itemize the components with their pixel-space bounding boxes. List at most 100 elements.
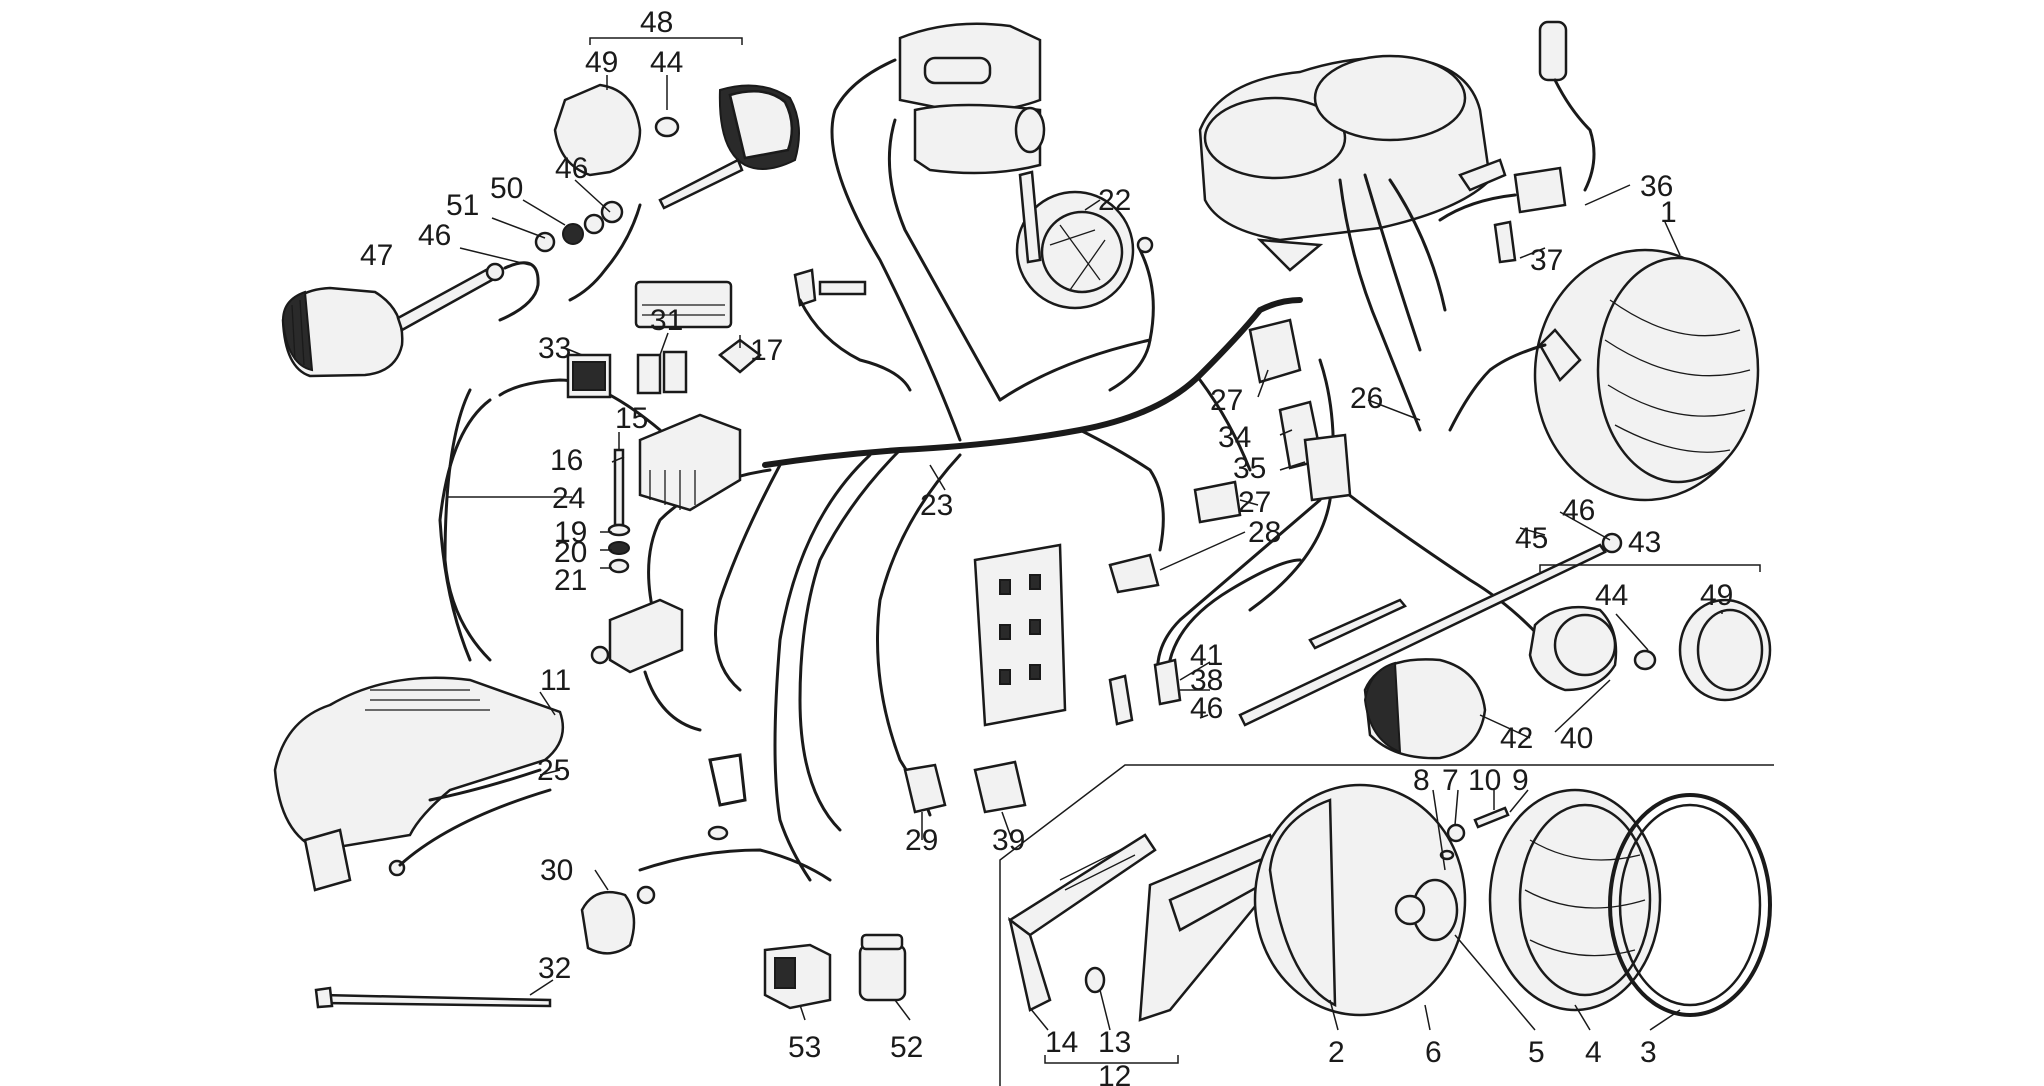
callout-13: 13 (1098, 1026, 1131, 1059)
callout-32: 32 (538, 952, 571, 985)
callout-30: 30 (540, 854, 573, 887)
callout-23: 23 (920, 489, 953, 522)
callout-46: 46 (1190, 692, 1223, 725)
callout-21: 21 (554, 564, 587, 597)
main-wiring-harness (438, 297, 1562, 882)
callout-26: 26 (1350, 382, 1383, 415)
bulb-holder-14 (1007, 833, 1157, 1012)
fuse-box-cover (634, 280, 733, 329)
bulb-sockets-36 (1438, 20, 1596, 264)
callout-37: 37 (1530, 244, 1563, 277)
callout-22: 22 (1098, 184, 1131, 217)
callout-33: 33 (538, 332, 571, 365)
callout-35: 35 (1233, 452, 1266, 485)
callout-42: 42 (1500, 722, 1533, 755)
callout-14: 14 (1045, 1026, 1078, 1059)
relays-29-39 (903, 760, 1027, 814)
small-bulb-13 (1084, 966, 1106, 994)
connector-27-lower (1193, 480, 1242, 524)
leader-lines (448, 37, 1761, 1064)
connector-52 (858, 933, 907, 1002)
callout-48: 48 (640, 6, 673, 39)
callout-47: 47 (360, 239, 393, 272)
connector-34-35 (1278, 400, 1352, 502)
callout-16: 16 (550, 444, 583, 477)
callout-44: 44 (650, 46, 683, 79)
nut-washer-stack-left (534, 200, 624, 253)
callout-46: 46 (555, 152, 588, 185)
callout-43: 43 (1628, 526, 1661, 559)
terminal-block (973, 543, 1067, 727)
callout-40: 40 (1560, 722, 1593, 755)
callout-34: 34 (1218, 421, 1251, 454)
callout-11: 11 (540, 664, 571, 697)
sensor-switches (1108, 558, 1302, 726)
callout-1: 1 (1660, 196, 1677, 229)
callout-41: 41 (1190, 639, 1223, 672)
callout-3: 3 (1640, 1036, 1657, 1069)
callout-15: 15 (615, 402, 648, 435)
instrument-cluster (1198, 54, 1507, 432)
connector-53 (763, 943, 832, 1010)
reflector-frame (1138, 833, 1287, 1022)
callout-50: 50 (490, 172, 523, 205)
callout-24: 24 (552, 482, 585, 515)
callout-6: 6 (1425, 1036, 1442, 1069)
callout-29: 29 (905, 824, 938, 857)
right-rear-light-42 (1363, 658, 1487, 760)
callout-8: 8 (1413, 764, 1430, 797)
rear-left-turn-signal (281, 261, 540, 378)
callout-17: 17 (750, 334, 783, 367)
ignition-coil (830, 22, 1046, 442)
relay-31 (636, 350, 688, 395)
callout-38: 38 (1190, 664, 1223, 697)
callout-4: 4 (1585, 1036, 1602, 1069)
callout-49: 49 (1700, 579, 1733, 612)
callout-46: 46 (1562, 494, 1595, 527)
bolt-washers-16-21 (607, 448, 631, 574)
front-left-turn-signal-48 (553, 83, 800, 302)
connector-27-upper (1248, 318, 1302, 384)
callout-27: 27 (1210, 384, 1243, 417)
callout-12: 12 (1098, 1060, 1131, 1086)
callout-2: 2 (1328, 1036, 1345, 1069)
regulator-15 (638, 413, 742, 512)
callout-53: 53 (788, 1031, 821, 1064)
headlight-main (1448, 248, 1760, 502)
cable-tie-32 (314, 986, 552, 1009)
callout-20: 20 (554, 536, 587, 569)
callout-45: 45 (1515, 522, 1548, 555)
callout-9: 9 (1512, 764, 1529, 797)
ignition-switch-30 (580, 885, 656, 955)
headlight-shell-2 (1253, 783, 1467, 1017)
callout-49: 49 (585, 46, 618, 79)
headlight-exploded-inset (999, 764, 1774, 1086)
screw-parts-7-10 (1439, 806, 1510, 861)
flasher-unit (590, 598, 702, 732)
callout-28: 28 (1248, 516, 1281, 549)
rear-bracket-rod (1238, 532, 1623, 727)
callout-25: 25 (537, 754, 570, 787)
callout-31: 31 (650, 304, 683, 337)
horn (1015, 170, 1155, 392)
connector-28 (1108, 553, 1160, 594)
callout-44: 44 (1595, 579, 1628, 612)
callout-10: 10 (1468, 764, 1501, 797)
callout-19: 19 (554, 516, 587, 549)
small-wire-pieces (638, 753, 832, 882)
callout-51: 51 (446, 189, 479, 222)
callout-labels: 48 49 44 46 50 51 46 47 22 36 1 37 31 33… (360, 6, 1733, 1086)
switch-pressure (793, 268, 912, 392)
tail-light-11 (273, 676, 565, 892)
callout-36: 36 (1640, 170, 1673, 203)
lamp-bulb-5 (1394, 878, 1459, 942)
callout-52: 52 (890, 1031, 923, 1064)
callout-27: 27 (1238, 486, 1271, 519)
callout-46: 46 (418, 219, 451, 252)
callout-5: 5 (1528, 1036, 1545, 1069)
right-front-turn-43 (1528, 598, 1772, 702)
callout-39: 39 (992, 824, 1025, 857)
connector-17 (717, 338, 763, 374)
callout-7: 7 (1442, 764, 1459, 797)
